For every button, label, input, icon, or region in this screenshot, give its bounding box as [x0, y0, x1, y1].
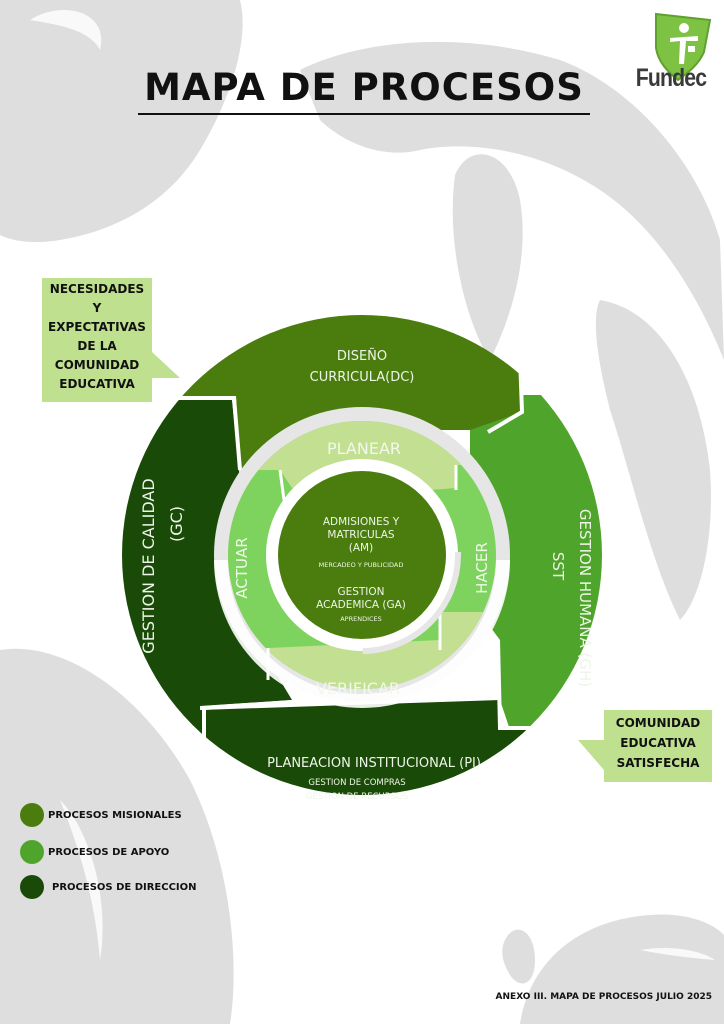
bg-shape-top-arc [300, 41, 724, 361]
center-am-sub: MERCADEO Y PUBLICIDAD [319, 561, 404, 569]
center-ga-line-2: ACADEMICA (GA) [316, 599, 406, 611]
footer-annex-label: ANEXO III. MAPA DE PROCESOS JULIO 2025 [495, 992, 712, 1002]
input-callout-line: COMUNIDAD [54, 358, 140, 372]
legend-label: PROCESOS DE APOYO [48, 846, 170, 858]
planeacion-sub-compras: GESTION DE COMPRAS [308, 778, 405, 788]
center-am-line-2: MATRICULAS [327, 529, 395, 541]
planeacion-label: PLANEACION INSTITUCIONAL (PI) [267, 756, 481, 771]
logo-text: Fundec [635, 64, 707, 92]
pdca-hacer-label: HACER [473, 542, 491, 594]
gestion-humana-sub: SST [549, 552, 567, 581]
legend-dot-apoyo [20, 840, 44, 864]
input-callout-line: Y [92, 301, 102, 315]
diseno-curricular-label-2: CURRICULA(DC) [310, 370, 415, 385]
center-ga-line-1: GESTION [337, 586, 384, 598]
input-callout-line: EDUCATIVA [59, 377, 135, 391]
segment-gestion-humana [470, 395, 602, 795]
diseno-curricular-label-1: DISEÑO [337, 348, 387, 364]
input-callout-line: NECESIDADES [49, 282, 145, 296]
title-underline [138, 113, 590, 115]
center-am-line-3: (AM) [349, 542, 373, 554]
gestion-calidad-sub: (GC) [167, 506, 186, 542]
legend-item-apoyo: PROCESOS DE APOYO [20, 840, 169, 864]
planeacion-sub-recursos: GESTION DE RECURSOS [306, 792, 408, 802]
legend-item-direccion: PROCESOS DE DIRECCION [20, 875, 197, 899]
input-callout: NECESIDADES Y EXPECTATIVAS DE LA COMUNID… [42, 280, 152, 394]
center-ga-sub: APRENDICES [340, 615, 382, 623]
legend-item-misionales: PROCESOS MISIONALES [20, 803, 182, 827]
legend-label: PROCESOS MISIONALES [48, 809, 182, 821]
pdca-actuar-label: ACTUAR [233, 537, 251, 598]
center-circle [278, 471, 446, 639]
center-gap-ring [263, 456, 461, 654]
output-callout-line: SATISFECHA [616, 756, 700, 770]
output-callout: COMUNIDAD EDUCATIVA SATISFECHA [604, 713, 712, 773]
legend-label: PROCESOS DE DIRECCION [52, 881, 197, 893]
input-callout-line: DE LA [77, 339, 117, 353]
page-title: MAPA DE PROCESOS [144, 66, 584, 109]
bg-shape-bottom-left-drop [166, 861, 201, 927]
legend-dot-misionales [20, 803, 44, 827]
output-callout-line: COMUNIDAD [615, 716, 701, 730]
separator-top-right [486, 355, 525, 434]
fundec-logo-icon [655, 12, 712, 82]
output-callout-line: EDUCATIVA [620, 736, 696, 750]
separator-bottom-left [202, 700, 293, 790]
gestion-calidad-label: GESTION DE CALIDAD [139, 478, 158, 653]
bg-shape-right [595, 300, 711, 620]
gestion-humana-label: GESTION HUMANA (GH) [576, 509, 594, 687]
pdca-verificar-label: VERIFICAR [316, 679, 400, 698]
input-callout-line: EXPECTATIVAS [48, 320, 146, 334]
legend-dot-direccion [20, 875, 44, 899]
pdca-planear-label: PLANEAR [327, 439, 401, 458]
separator-bottom-right [496, 639, 600, 730]
bg-shape-right-drop [452, 154, 523, 360]
bg-shape-bottom-right-drop [502, 929, 535, 984]
bg-shape-bottom-left [0, 648, 234, 1024]
center-am-line-1: ADMISIONES Y [323, 516, 400, 528]
separator-top-left [168, 396, 242, 471]
bg-shape-top-left [0, 0, 243, 243]
bg-shape-bottom-right [520, 914, 724, 1024]
